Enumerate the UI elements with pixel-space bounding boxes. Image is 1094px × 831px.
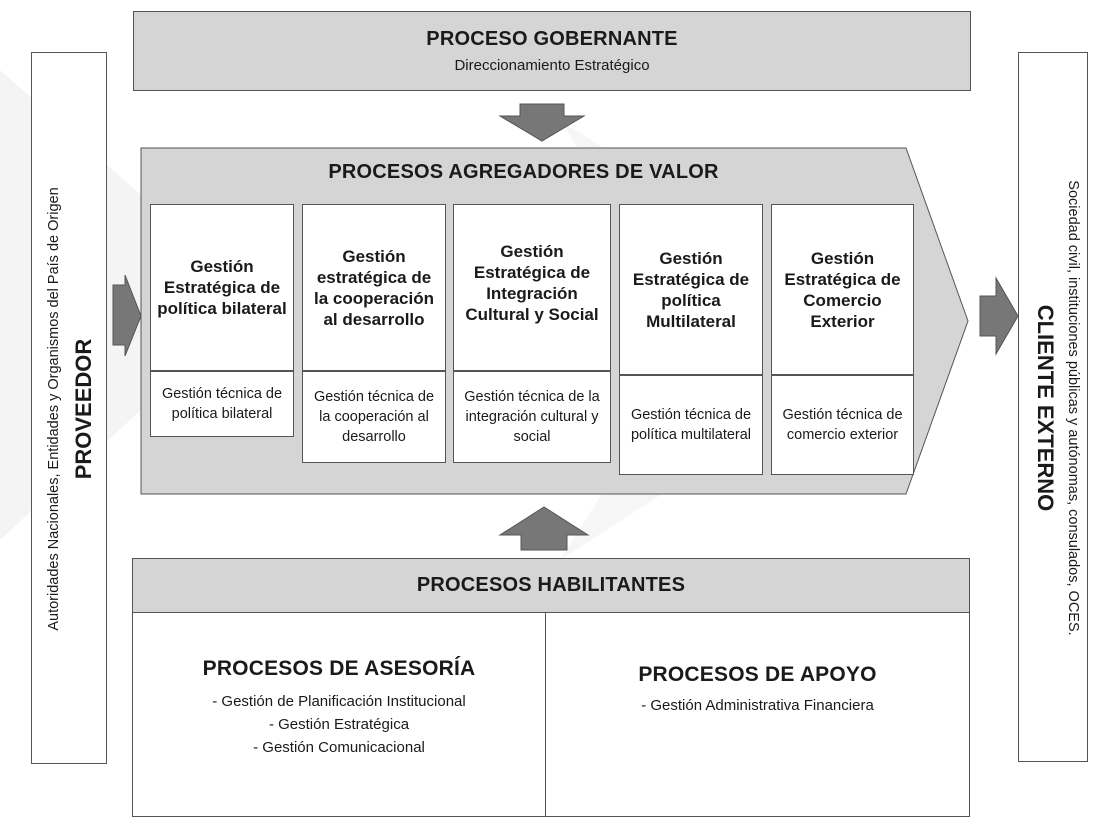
agregador-strategic-3: Gestión Estratégica de Integración Cultu… — [453, 204, 611, 371]
agregador-technical-1-text: Gestión técnica de política bilateral — [161, 386, 283, 422]
asesoria-item-3: - Gestión Comunicacional — [253, 739, 425, 756]
agregador-technical-4: Gestión técnica de política multilateral — [619, 375, 763, 475]
procesos-asesoria-title: PROCESOS DE ASESORÍA — [202, 657, 476, 680]
agregador-technical-5: Gestión técnica de comercio exterior — [771, 375, 914, 475]
proceso-gobernante-box: PROCESO GOBERNANTE Direccionamiento Estr… — [133, 11, 971, 91]
proveedor-box: PROVEEDOR Autoridades Nacionales, Entida… — [31, 52, 107, 764]
agregador-technical-1: Gestión técnica de política bilateral — [150, 371, 294, 437]
cliente-externo-box: Sociedad civil, instituciones públicas y… — [1018, 52, 1088, 762]
proceso-gobernante-title: PROCESO GOBERNANTE — [426, 28, 678, 50]
agregador-technical-5-text: Gestión técnica de comercio exterior — [782, 407, 903, 443]
right-arrow-right-icon — [979, 276, 1019, 356]
agregador-strategic-4-text: Gestión Estratégica de política Multilat… — [632, 248, 750, 331]
down-arrow-icon — [498, 103, 586, 142]
agregador-technical-2: Gestión técnica de la cooperación al des… — [302, 371, 446, 463]
procesos-asesoria-box: PROCESOS DE ASESORÍA - Gestión de Planif… — [132, 612, 546, 817]
agregador-strategic-2: Gestión estratégica de la cooperación al… — [302, 204, 446, 371]
asesoria-item-2: - Gestión Estratégica — [268, 716, 410, 733]
procesos-habilitantes-header: PROCESOS HABILITANTES — [132, 558, 970, 613]
apoyo-item-1: - Gestión Administrativa Financiera — [641, 697, 874, 714]
agregador-strategic-1-text: Gestión Estratégica de política bilatera… — [157, 257, 287, 318]
agregador-strategic-5-text: Gestión Estratégica de Comercio Exterior — [784, 248, 901, 331]
agregador-technical-3: Gestión técnica de la integración cultur… — [453, 371, 611, 463]
procesos-apoyo-box: PROCESOS DE APOYO - Gestión Administrati… — [545, 612, 970, 817]
agregador-technical-4-text: Gestión técnica de política multilateral — [630, 407, 752, 443]
procesos-habilitantes-title: PROCESOS HABILITANTES — [416, 574, 686, 596]
agregadores-title: PROCESOS AGREGADORES DE VALOR — [328, 161, 719, 183]
agregador-strategic-2-text: Gestión estratégica de la cooperación al… — [314, 246, 434, 329]
agregador-strategic-5: Gestión Estratégica de Comercio Exterior — [771, 204, 914, 375]
agregador-technical-3-text: Gestión técnica de la integración cultur… — [464, 389, 600, 445]
asesoria-item-1: - Gestión de Planificación Institucional — [212, 693, 466, 710]
right-arrow-left-icon — [112, 274, 142, 357]
proceso-gobernante-subtitle: Direccionamiento Estratégico — [454, 57, 650, 74]
agregador-technical-2-text: Gestión técnica de la cooperación al des… — [313, 389, 435, 445]
procesos-apoyo-title: PROCESOS DE APOYO — [638, 663, 877, 686]
agregador-strategic-3-text: Gestión Estratégica de Integración Cultu… — [465, 242, 599, 324]
up-arrow-icon — [498, 506, 590, 551]
agregador-strategic-1: Gestión Estratégica de política bilatera… — [150, 204, 294, 371]
agregador-strategic-4: Gestión Estratégica de política Multilat… — [619, 204, 763, 375]
